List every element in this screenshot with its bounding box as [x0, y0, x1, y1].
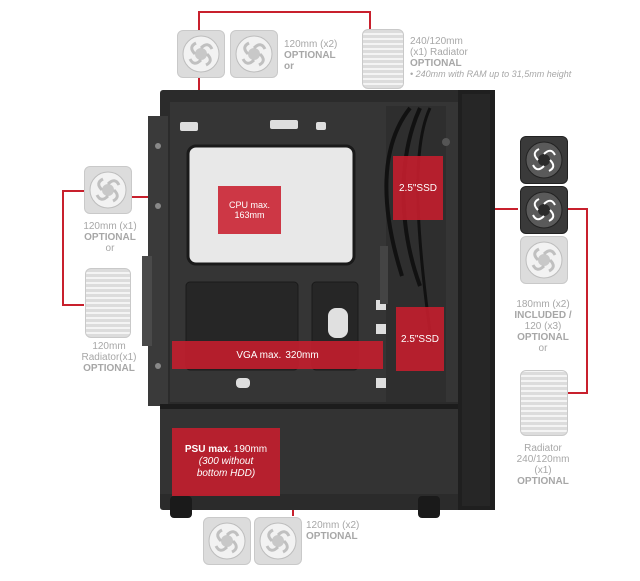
left-fan-optional: OPTIONAL — [84, 232, 136, 243]
psu-label: PSU max. — [184, 444, 231, 455]
right-fans-included: INCLUDED / — [514, 310, 572, 321]
psu-note-line1: (300 without — [198, 456, 254, 467]
radiator-icon — [85, 268, 131, 338]
ssd-top-label: 2.5"SSD — [398, 182, 437, 194]
bottom-fans-size: 120mm (x2) — [306, 520, 360, 531]
vga-clearance-box: VGA max. 320mm — [172, 341, 383, 369]
right-fans-label: 180mm (x2) INCLUDED / 120 (x3) OPTIONAL … — [500, 299, 586, 354]
fan-icon — [177, 30, 225, 78]
radiator-icon — [362, 29, 404, 89]
cpu-clearance-label: CPU max. — [228, 200, 270, 210]
right-connector-bottom — [568, 392, 588, 394]
bottom-fans-optional: OPTIONAL — [306, 531, 358, 542]
vga-label: VGA max. — [236, 349, 282, 361]
psu-clearance-box: PSU max. 190mm (300 without bottom HDD) — [172, 428, 280, 496]
top-connector-horizontal — [198, 11, 371, 13]
top-fans-optional: OPTIONAL — [284, 50, 336, 61]
top-fans-label: 120mm (x2) OPTIONAL or — [284, 39, 362, 72]
cpu-clearance-box: CPU max. 163mm — [218, 186, 281, 234]
right-fans-optional: OPTIONAL — [517, 332, 569, 343]
left-fan-label: 120mm (x1) OPTIONAL or — [70, 221, 150, 254]
right-connector-top — [568, 208, 588, 210]
right-radiator-optional: OPTIONAL — [517, 476, 569, 487]
right-radiator-count: (x1) — [534, 465, 552, 476]
ssd-bottom-label: 2.5"SSD — [400, 333, 439, 345]
left-radiator-count: Radiator(x1) — [81, 352, 137, 363]
bottom-fans-label: 120mm (x2) OPTIONAL — [306, 520, 386, 542]
right-fans-alt: 120 (x3) — [524, 321, 562, 332]
right-radiator-label: Radiator 240/120mm (x1) OPTIONAL — [500, 443, 586, 487]
left-connector-top — [62, 190, 84, 192]
right-radiator-size: 240/120mm — [516, 454, 570, 465]
fan-icon — [520, 236, 568, 284]
left-radiator-optional: OPTIONAL — [83, 363, 135, 374]
top-radiator-size: 240/120mm — [410, 36, 463, 47]
fan-icon — [520, 136, 568, 184]
radiator-icon — [520, 370, 568, 436]
fan-icon — [203, 517, 251, 565]
left-connector-vertical — [62, 190, 64, 306]
fan-icon — [230, 30, 278, 78]
fan-icon — [84, 166, 132, 214]
vga-value: 320mm — [285, 349, 319, 361]
top-radiator-optional: OPTIONAL — [410, 58, 462, 69]
ssd-slot-top: 2.5"SSD — [393, 156, 443, 220]
right-fans-or: or — [538, 343, 548, 354]
fan-icon — [520, 186, 568, 234]
top-fans-size: 120mm (x2) — [284, 39, 338, 50]
top-connector-right-drop — [369, 11, 371, 29]
psu-value: 190mm — [233, 444, 268, 455]
left-connector-bottom — [62, 304, 84, 306]
right-radiator-text: Radiator — [524, 443, 562, 454]
left-radiator-size: 120mm — [92, 341, 126, 352]
cpu-clearance-value: 163mm — [234, 210, 265, 220]
left-fan-size: 120mm (x1) — [83, 221, 137, 232]
fan-icon — [254, 517, 302, 565]
left-fan-or: or — [105, 243, 115, 254]
right-fans-size: 180mm (x2) — [516, 299, 570, 310]
ssd-slot-bottom: 2.5"SSD — [396, 307, 444, 371]
top-fans-or: or — [284, 61, 294, 72]
top-radiator-count: (x1) Radiator — [410, 47, 468, 58]
psu-note-line2: bottom HDD) — [196, 468, 256, 479]
top-radiator-note: • 240mm with RAM up to 31,5mm height — [410, 69, 572, 79]
top-radiator-label: 240/120mm (x1) Radiator OPTIONAL • 240mm… — [410, 36, 620, 80]
right-connector-vertical — [586, 208, 588, 394]
left-radiator-label: 120mm Radiator(x1) OPTIONAL — [64, 341, 154, 374]
